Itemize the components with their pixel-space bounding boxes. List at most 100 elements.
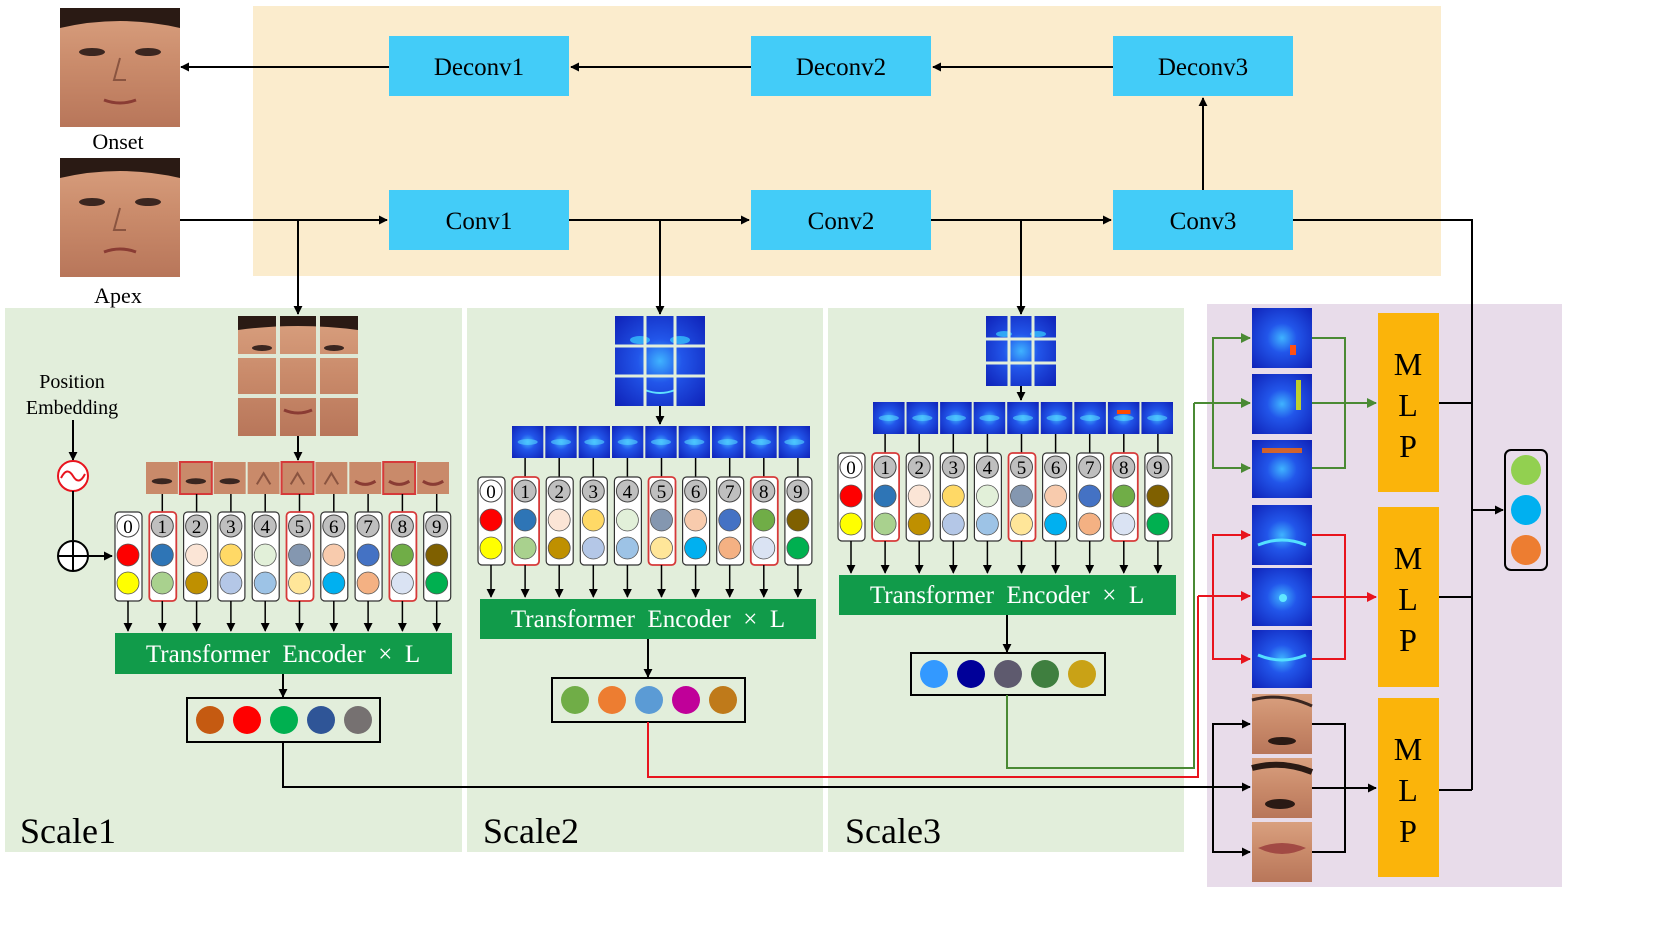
- output-feature-token: [598, 686, 626, 714]
- patch-token: [1112, 512, 1136, 536]
- token-column: 4: [613, 458, 643, 598]
- position-token: [650, 508, 673, 532]
- conv3-block: Conv3: [1113, 190, 1293, 250]
- position-token: [1010, 484, 1033, 508]
- conv2-block: Conv2: [751, 190, 931, 250]
- output-feature-token: [344, 706, 372, 734]
- scale3-patch-strip: [873, 402, 1173, 434]
- scale1-transformer-label: Transformer Encoder × L: [146, 641, 420, 668]
- patch-token: [1044, 512, 1067, 536]
- fusion-lines: [1439, 402, 1504, 791]
- mlp-letter-m: M: [1394, 346, 1422, 382]
- image-patch: [940, 402, 972, 434]
- image-patch: [645, 426, 677, 458]
- output-feature-token: [270, 706, 298, 734]
- patch-token: [581, 536, 605, 560]
- token-column: 6: [681, 458, 711, 598]
- scale2-patch-strip: [512, 426, 810, 458]
- output-feature-token: [1031, 660, 1059, 688]
- patch-token: [116, 571, 140, 595]
- image-patch: [417, 462, 449, 494]
- token-column: 5: [285, 494, 315, 632]
- conv1-label: Conv1: [446, 208, 513, 235]
- image-patch: [382, 461, 417, 495]
- token-index: 9: [432, 517, 442, 538]
- output-feature-token: [196, 706, 224, 734]
- conv1-block: Conv1: [389, 190, 569, 250]
- token-index: 4: [260, 517, 270, 538]
- add-icon: [57, 540, 89, 572]
- onset-label: Onset: [92, 129, 143, 154]
- final-output-box: [1504, 449, 1548, 571]
- output-feature-token: [635, 686, 663, 714]
- scale1-output-line: [282, 742, 1210, 788]
- scale3-heatmap-grid: [986, 316, 1056, 386]
- token-index: 2: [192, 517, 202, 538]
- token-column: 9: [423, 494, 452, 632]
- image-patch: [678, 426, 710, 458]
- position-embedding-line2: Embedding: [26, 397, 118, 419]
- image-patch: [1141, 402, 1173, 434]
- token-column: 5: [647, 458, 677, 598]
- position-token: [425, 543, 449, 567]
- image-patch: [1074, 402, 1106, 434]
- token-index: 2: [554, 482, 564, 503]
- token-index: 8: [1119, 458, 1129, 479]
- mlp-letter-m: M: [1394, 540, 1422, 576]
- token-column: 2: [905, 434, 934, 574]
- patch-token: [253, 571, 277, 595]
- position-token: [581, 508, 605, 532]
- image-patch: [612, 426, 644, 458]
- image-patch: [873, 402, 905, 434]
- token-column: 4: [251, 494, 280, 632]
- deconv3-block: Deconv3: [1113, 36, 1293, 96]
- patch-token: [752, 536, 776, 560]
- deconv2-label: Deconv2: [796, 54, 886, 81]
- image-patch: [778, 426, 810, 458]
- deconv1-block: Deconv1: [389, 36, 569, 96]
- output-feature-token: [1068, 660, 1096, 688]
- mlp-letter-p: P: [1399, 428, 1417, 464]
- position-token: [1078, 484, 1102, 508]
- patch-token: [650, 536, 673, 560]
- image-patch: [745, 426, 777, 458]
- scale2-label: Scale2: [483, 811, 579, 851]
- image-patch: [1007, 402, 1039, 434]
- image-patch: [349, 462, 382, 494]
- token-column: 8: [388, 494, 418, 632]
- position-token: [322, 543, 346, 567]
- patch-token: [219, 571, 243, 595]
- token-column: 3: [579, 458, 608, 598]
- mlp-letter-m: M: [1394, 731, 1422, 767]
- patch-token: [1078, 512, 1102, 536]
- position-token: [116, 543, 140, 567]
- onset-face-image: [60, 8, 180, 127]
- token-index: 2: [914, 458, 924, 479]
- scale1-label: Scale1: [20, 811, 116, 851]
- token-column: 0: [114, 511, 143, 632]
- mlp-letter-l: L: [1398, 387, 1418, 423]
- token-index: 5: [657, 482, 667, 503]
- image-patch: [545, 426, 577, 458]
- patch-token: [150, 571, 174, 595]
- patch-token: [941, 512, 965, 536]
- position-token: [941, 484, 965, 508]
- top-arrows: [180, 62, 1473, 790]
- scale1-output-patches: [1251, 694, 1314, 882]
- position-token: [479, 508, 503, 532]
- token-column: 8: [749, 458, 779, 598]
- image-patch: [1040, 402, 1073, 434]
- position-token: [907, 484, 931, 508]
- token-index: 9: [793, 482, 803, 503]
- conv3-feature-line: [1293, 219, 1473, 790]
- conv3-label: Conv3: [1170, 208, 1237, 235]
- deconv2-block: Deconv2: [751, 36, 931, 96]
- conv2-label: Conv2: [808, 208, 875, 235]
- scale-output-features: [196, 660, 1096, 734]
- scale1-face-patch-grid: [238, 316, 358, 436]
- scale3-label: Scale3: [845, 811, 941, 851]
- scale1-transformer-encoder: Transformer Encoder × L: [115, 633, 452, 674]
